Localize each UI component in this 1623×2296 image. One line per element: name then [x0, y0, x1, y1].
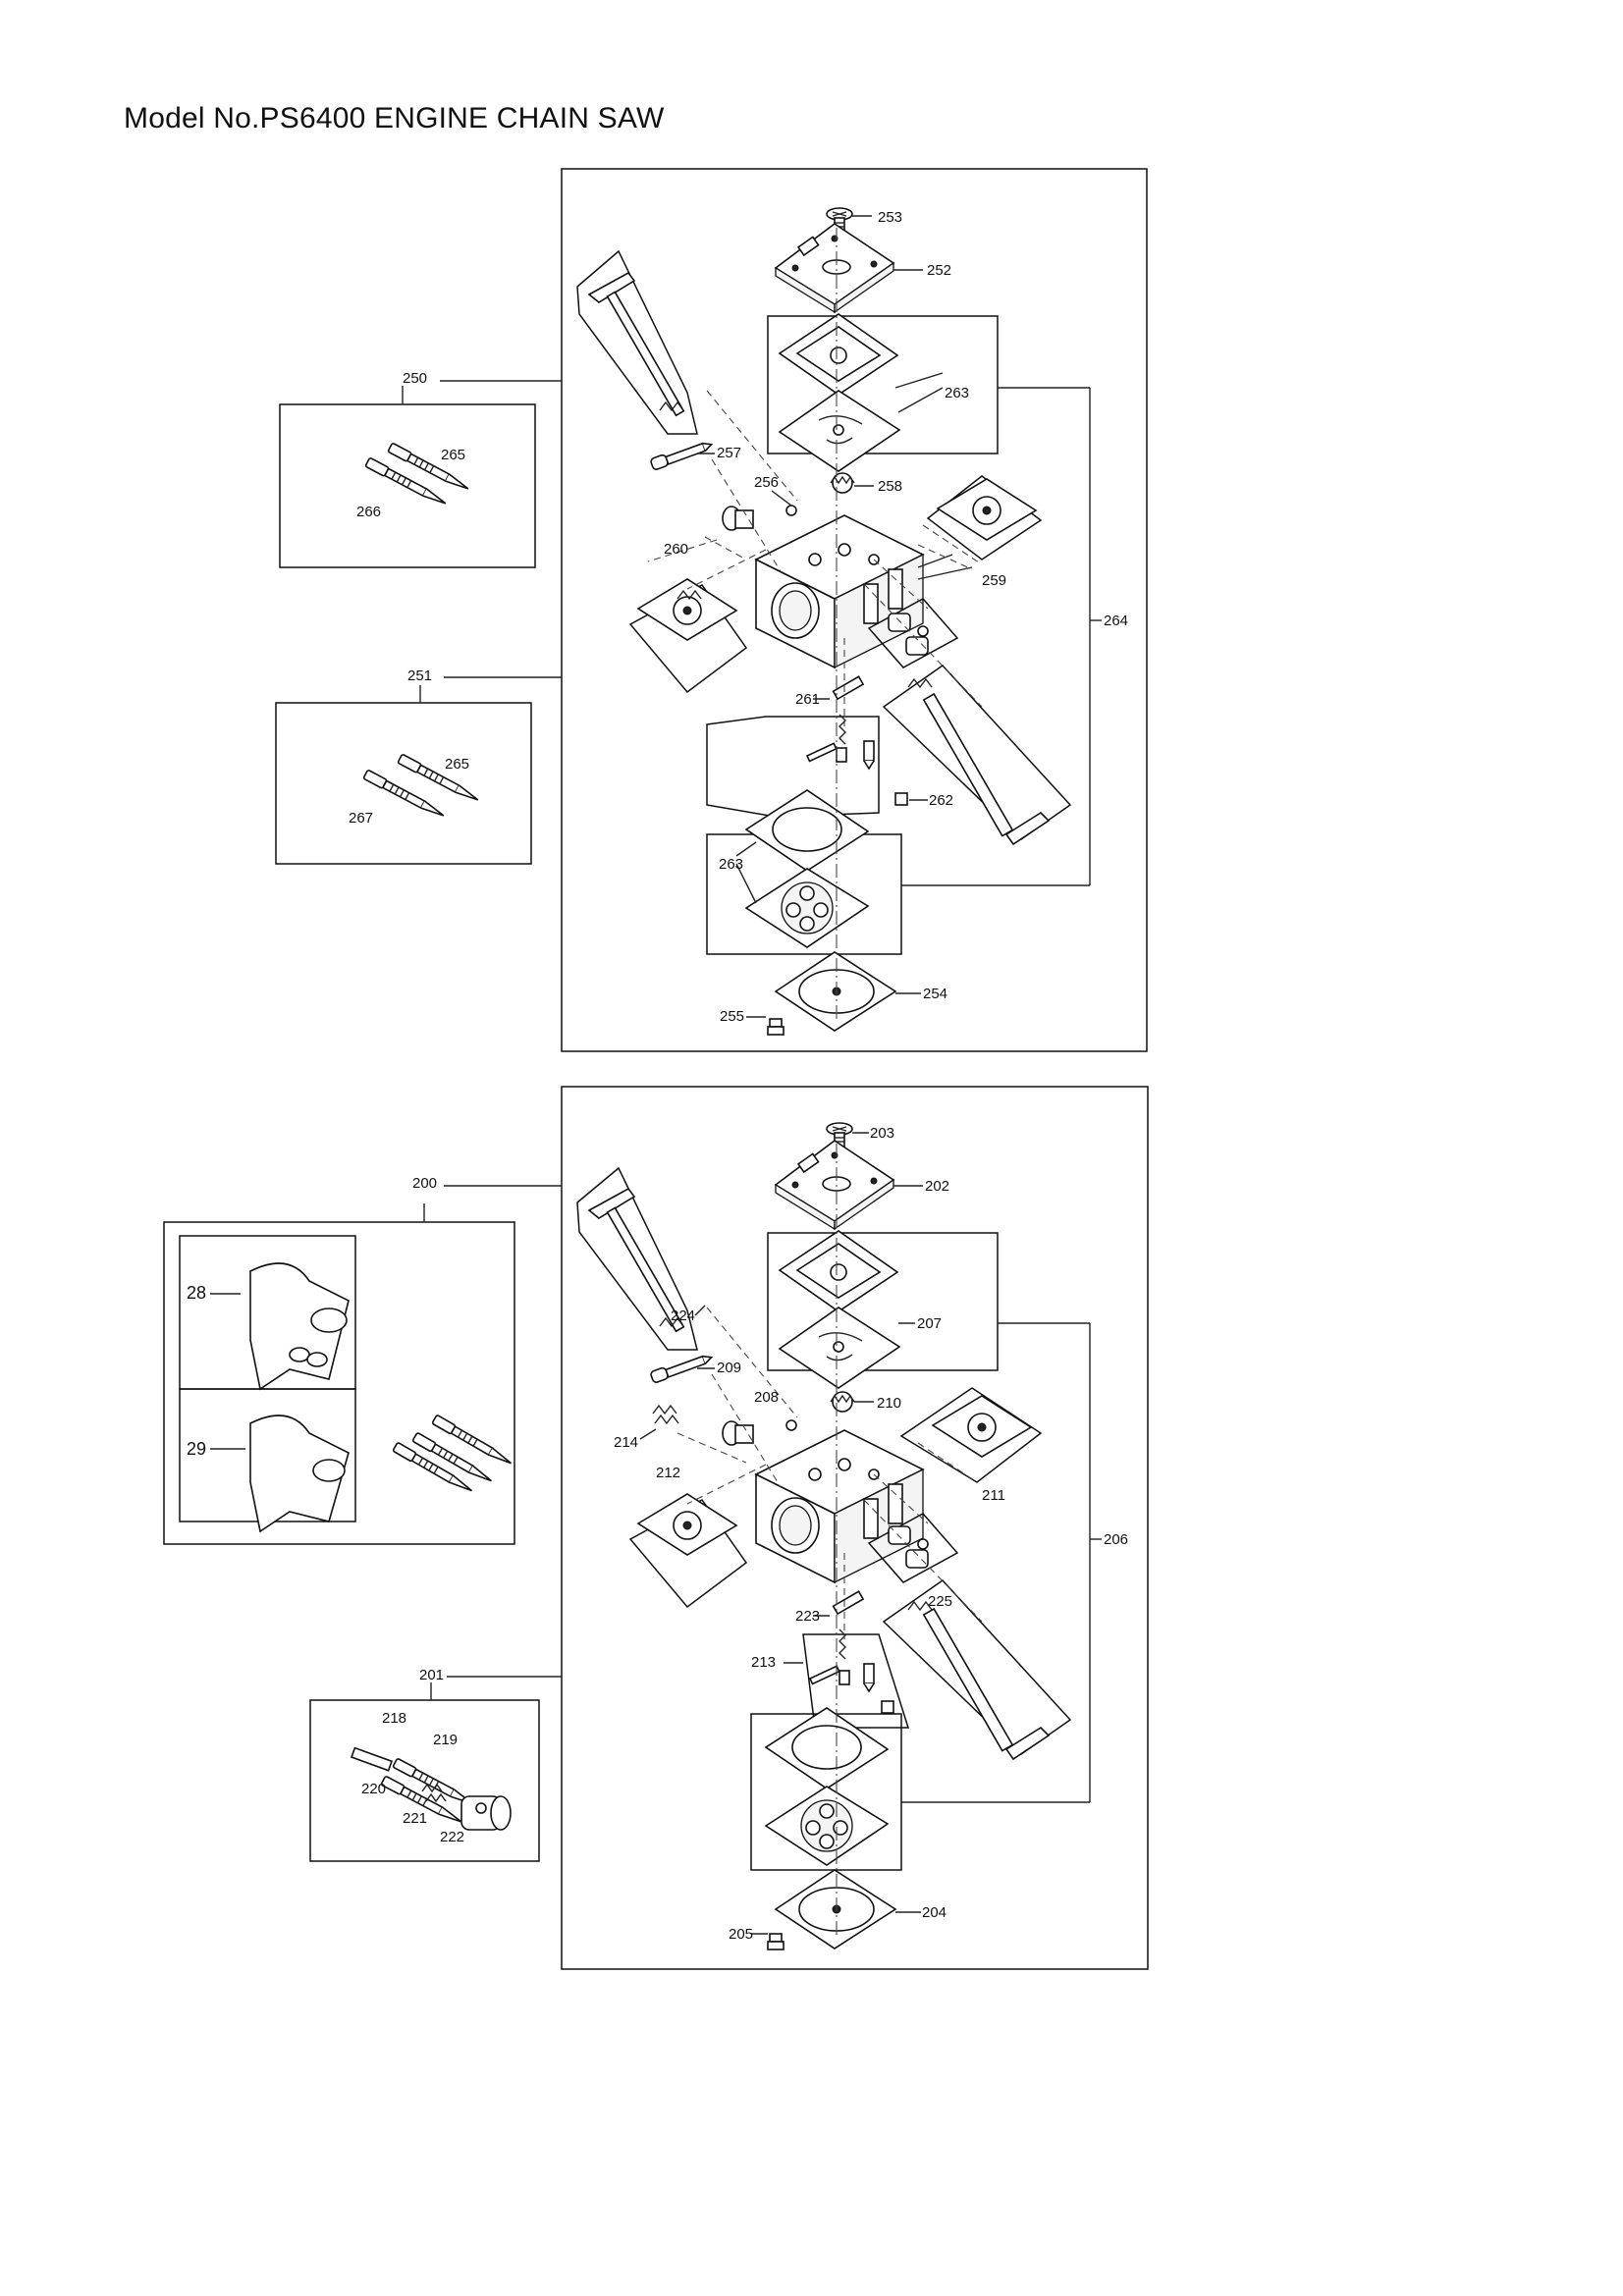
- label-210: 210: [877, 1395, 901, 1412]
- label-265-a: 265: [441, 447, 465, 463]
- label-252: 252: [927, 262, 951, 279]
- box-200: [163, 1221, 515, 1545]
- label-255: 255: [720, 1008, 744, 1025]
- label-211: 211: [982, 1487, 1005, 1504]
- label-257: 257: [717, 445, 741, 461]
- label-203: 203: [870, 1125, 894, 1142]
- page-title: Model No.PS6400 ENGINE CHAIN SAW: [124, 102, 665, 134]
- label-261: 261: [795, 691, 820, 708]
- label-212: 212: [656, 1465, 680, 1481]
- adapter-28: [249, 1262, 350, 1391]
- adapter-29: [249, 1415, 350, 1533]
- box-201: [309, 1699, 540, 1862]
- label-260: 260: [664, 541, 688, 558]
- label-28: 28: [187, 1283, 206, 1303]
- label-29: 29: [187, 1439, 206, 1459]
- label-214: 214: [614, 1434, 638, 1451]
- label-200: 200: [412, 1175, 437, 1192]
- label-264: 264: [1104, 613, 1128, 629]
- label-251: 251: [407, 667, 432, 684]
- label-220: 220: [361, 1781, 386, 1797]
- label-267: 267: [349, 810, 373, 827]
- label-250: 250: [403, 370, 427, 387]
- label-208: 208: [754, 1389, 779, 1406]
- label-258: 258: [878, 478, 902, 495]
- label-259: 259: [982, 572, 1006, 589]
- label-201: 201: [419, 1667, 444, 1683]
- label-224: 224: [671, 1308, 695, 1324]
- label-218: 218: [382, 1710, 406, 1727]
- label-209: 209: [717, 1360, 741, 1376]
- top-diagram: 253 252 250 263 265 257 256 258 266 260 …: [275, 168, 1148, 1052]
- label-206: 206: [1104, 1531, 1128, 1548]
- label-265-b: 265: [445, 756, 469, 773]
- label-225: 225: [928, 1593, 952, 1610]
- label-222: 222: [440, 1829, 464, 1845]
- bottom-main-frame: [561, 1086, 1149, 1970]
- box-250: [279, 403, 536, 568]
- label-202: 202: [925, 1178, 949, 1195]
- label-263-top: 263: [945, 385, 969, 401]
- label-204: 204: [922, 1904, 947, 1921]
- label-207: 207: [917, 1315, 942, 1332]
- top-main-frame: [561, 168, 1148, 1052]
- label-253: 253: [878, 209, 902, 226]
- label-256: 256: [754, 474, 779, 491]
- label-221: 221: [403, 1810, 427, 1827]
- label-262: 262: [929, 792, 953, 809]
- label-266: 266: [356, 504, 381, 520]
- label-213: 213: [751, 1654, 776, 1671]
- label-205: 205: [729, 1926, 753, 1943]
- label-263-bottom: 263: [719, 856, 743, 873]
- bottom-diagram: 203 202 200 28 207 224 209 208 210 214 2…: [163, 1086, 1149, 1970]
- box-251: [275, 702, 532, 865]
- label-254: 254: [923, 986, 947, 1002]
- label-223: 223: [795, 1608, 820, 1625]
- label-219: 219: [433, 1732, 458, 1748]
